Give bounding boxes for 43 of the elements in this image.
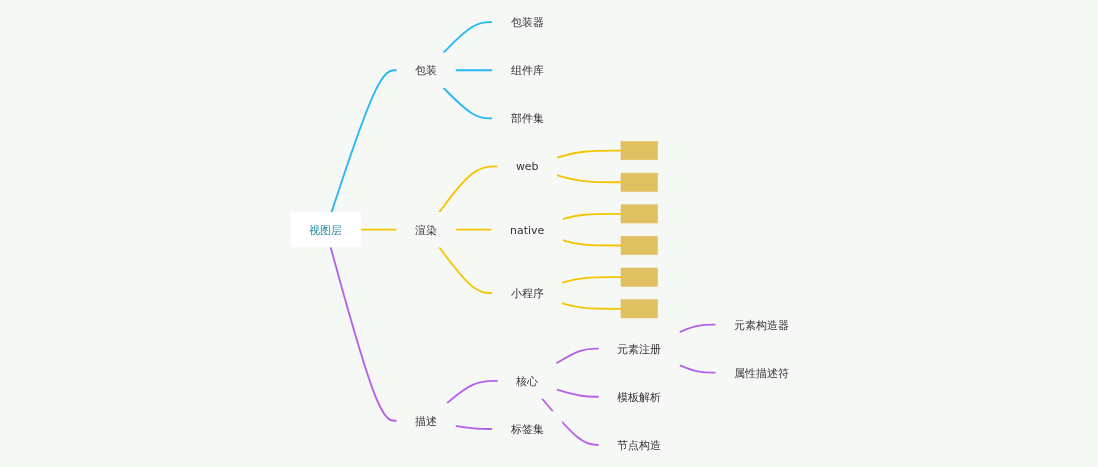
connector bbox=[560, 302, 622, 310]
connector bbox=[330, 69, 398, 214]
node-text: 描述 bbox=[415, 414, 437, 428]
node-bar bbox=[620, 236, 658, 255]
connector bbox=[555, 149, 622, 159]
node-text: 组件库 bbox=[510, 63, 544, 77]
connector bbox=[454, 69, 494, 72]
node-bar bbox=[620, 299, 658, 319]
node-text: 部件集 bbox=[510, 111, 544, 125]
connector bbox=[555, 174, 622, 184]
node-text: 核心 bbox=[516, 374, 539, 388]
node-text: native bbox=[509, 223, 545, 237]
node-text: 渲染 bbox=[415, 223, 437, 237]
connector bbox=[454, 424, 494, 430]
connector bbox=[555, 347, 600, 365]
node-text: 节点构造 bbox=[617, 438, 662, 452]
node-text: 元素构造器 bbox=[734, 318, 789, 332]
connector bbox=[329, 246, 398, 422]
connector bbox=[442, 86, 494, 120]
node-box: 视图层 bbox=[290, 212, 361, 248]
node-bar bbox=[620, 204, 658, 224]
node-bar bbox=[620, 172, 658, 192]
connector bbox=[442, 21, 494, 54]
connector bbox=[678, 323, 717, 334]
node-text: 属性描述符 bbox=[734, 366, 789, 380]
connector bbox=[560, 276, 622, 284]
connector bbox=[678, 364, 717, 374]
connector bbox=[555, 388, 600, 398]
connector bbox=[561, 239, 622, 247]
node-text: 小程序 bbox=[510, 286, 544, 300]
connector bbox=[438, 165, 499, 214]
node-text: web bbox=[515, 160, 539, 173]
node-text: 模板解析 bbox=[617, 390, 662, 404]
node-text: 元素注册 bbox=[617, 342, 662, 356]
node-bar bbox=[620, 267, 658, 287]
connector bbox=[445, 380, 499, 405]
connector bbox=[561, 212, 622, 221]
node-bar bbox=[620, 141, 658, 161]
connector bbox=[359, 228, 398, 231]
connector bbox=[454, 228, 493, 231]
node-text: 包装 bbox=[415, 63, 437, 77]
connector bbox=[438, 246, 494, 294]
node-text: 包装器 bbox=[510, 15, 544, 29]
